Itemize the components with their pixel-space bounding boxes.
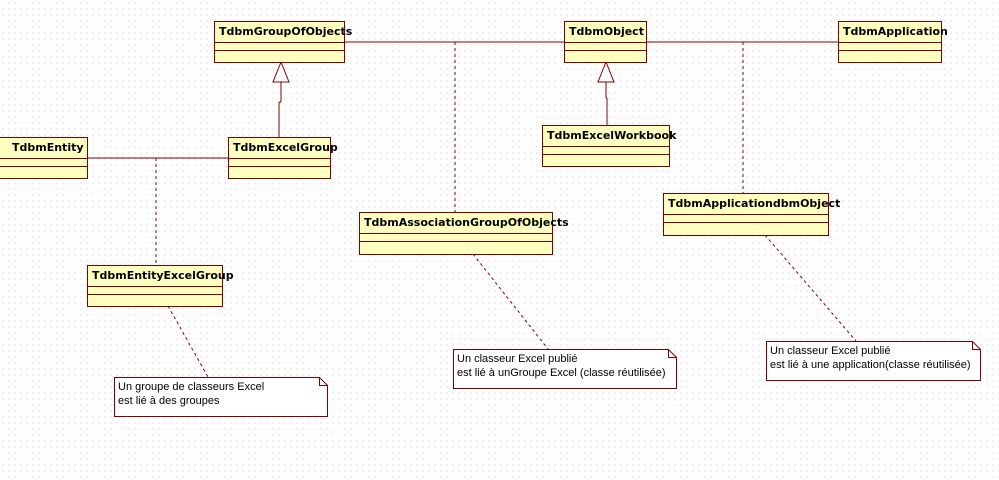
note-shape — [453, 349, 677, 389]
note-line-2: est lié à des groupes — [118, 395, 220, 407]
note-line-1: Un classeur Excel publié — [457, 353, 578, 365]
note-anchor-application-object[interactable] — [764, 234, 857, 342]
class-name: TdbmExcelGroup — [229, 138, 338, 159]
note-entity-excel-group[interactable]: Un groupe de classeurs Excel est lié à d… — [114, 377, 328, 417]
class-name: TdbmApplicationdbmObject — [664, 194, 840, 215]
attributes-compartment — [0, 159, 87, 167]
note-shape — [766, 341, 981, 381]
operations-compartment — [215, 51, 344, 58]
attributes-compartment — [88, 287, 222, 295]
operations-compartment — [360, 242, 552, 249]
generalization-excelworkbook-arrowhead — [597, 60, 615, 83]
generalization-excelgroup-arrowhead — [272, 60, 290, 83]
attributes-compartment — [543, 147, 669, 155]
operations-compartment — [839, 51, 941, 58]
class-name: TdbmEntity — [0, 138, 87, 159]
note-line-1: Un groupe de classeurs Excel — [118, 381, 265, 393]
class-name: TdbmApplication — [839, 22, 948, 43]
class-tdbmentity[interactable]: TdbmEntity — [0, 137, 88, 179]
operations-compartment — [664, 223, 828, 230]
class-tdbmexcelgroup[interactable]: TdbmExcelGroup — [228, 137, 338, 179]
note-line-2: est lié à unGroupe Excel (classe réutili… — [457, 367, 666, 379]
note-association-group[interactable]: Un classeur Excel publié est lié à unGro… — [453, 349, 677, 389]
note-application-object[interactable]: Un classeur Excel publié est lié à une a… — [766, 341, 981, 381]
note-text: Un classeur Excel publié est lié à unGro… — [457, 352, 665, 380]
note-text: Un classeur Excel publié est lié à une a… — [770, 344, 971, 372]
note-text: Un groupe de classeurs Excel est lié à d… — [118, 380, 264, 408]
note-line-2: est lié à une application(classe réutili… — [770, 359, 971, 371]
class-name: TdbmExcelWorkbook — [543, 126, 676, 147]
operations-compartment — [0, 167, 87, 174]
operations-compartment — [543, 155, 669, 162]
class-tdbmexcelworkbook[interactable]: TdbmExcelWorkbook — [542, 125, 676, 167]
attributes-compartment — [565, 43, 646, 51]
operations-compartment — [229, 167, 330, 174]
attributes-compartment — [360, 234, 552, 242]
operations-compartment — [565, 51, 646, 58]
attributes-compartment — [664, 215, 828, 223]
note-line-1: Un classeur Excel publié — [770, 345, 891, 357]
class-tdbmapplicationdbmobject[interactable]: TdbmApplicationdbmObject — [663, 193, 840, 236]
attributes-compartment — [839, 43, 941, 51]
class-tdbmassociationgroupofobjects[interactable]: TdbmAssociationGroupOfObjects — [359, 212, 569, 255]
operations-compartment — [88, 295, 222, 302]
attributes-compartment — [215, 43, 344, 51]
attributes-compartment — [229, 159, 330, 167]
class-name: TdbmAssociationGroupOfObjects — [360, 213, 569, 234]
class-tdbmapplication[interactable]: TdbmApplication — [838, 21, 948, 63]
class-name: TdbmEntityExcelGroup — [88, 266, 234, 287]
class-name: TdbmObject — [565, 22, 646, 43]
note-shape — [114, 377, 328, 417]
class-tdbmobject[interactable]: TdbmObject — [564, 21, 647, 63]
class-tdbmgroupofobjects[interactable]: TdbmGroupOfObjects — [214, 21, 352, 63]
class-name: TdbmGroupOfObjects — [215, 22, 352, 43]
note-anchor-entity-excel-group[interactable] — [167, 305, 209, 378]
class-tdbmentityexcelgroup[interactable]: TdbmEntityExcelGroup — [87, 265, 234, 307]
note-anchor-association-group[interactable] — [472, 253, 549, 350]
